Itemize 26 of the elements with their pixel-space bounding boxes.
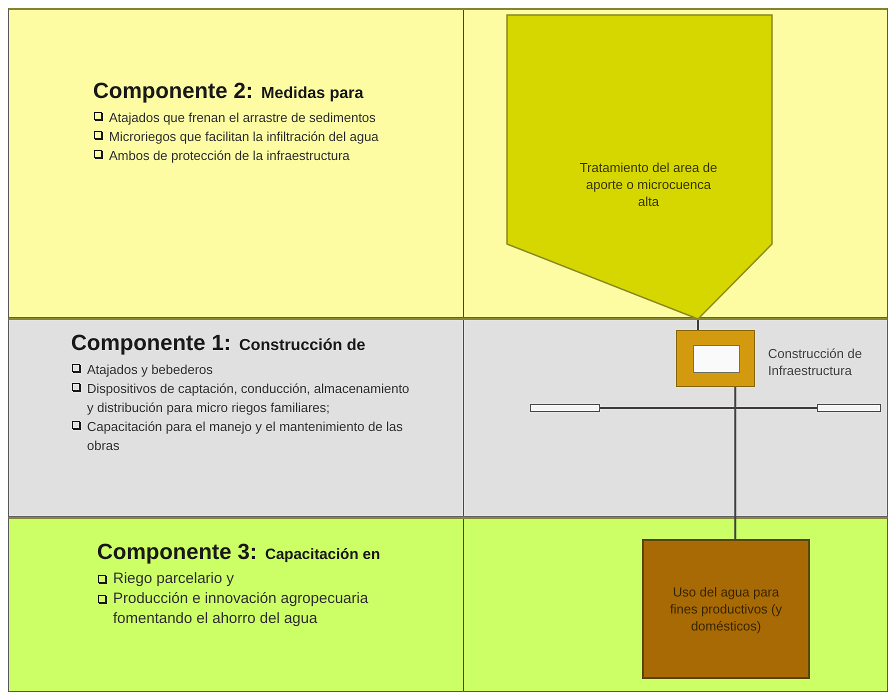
component-heading: Componente 1: bbox=[71, 330, 232, 356]
component-subheading: Medidas para bbox=[261, 85, 364, 103]
bullet-item: Ambos de protección de la infraestructura bbox=[109, 147, 351, 165]
connector-line bbox=[697, 320, 699, 330]
bullet-item: Capacitación para el manejo y el mantenimiento de las obras bbox=[87, 418, 404, 455]
bullet-item: Atajados y bebederos bbox=[87, 361, 214, 379]
component-heading: Componente 3: bbox=[97, 539, 258, 565]
side-label: Construcción de Infraestructura bbox=[768, 345, 863, 379]
component-subheading: Capacitación en bbox=[265, 546, 380, 563]
water-use-box bbox=[642, 539, 810, 679]
component-subheading: Construcción de bbox=[239, 337, 366, 355]
bullet-item: Producción e innovación agropecuaria fomentando el ahorro del agua bbox=[113, 589, 370, 629]
canal-bar bbox=[817, 404, 881, 412]
component-band bbox=[8, 318, 888, 517]
component-band bbox=[8, 8, 888, 318]
component-band bbox=[8, 517, 888, 692]
bullet-item: Atajados que frenan el arrastre de sedimentos bbox=[109, 109, 377, 127]
connector-line bbox=[600, 407, 817, 409]
bullet-item: Dispositivos de captación, conducción, almacenamiento y distribución para micro riegos familiares; bbox=[87, 380, 410, 417]
canal-bar bbox=[530, 404, 600, 412]
bullet-item: Riego parcelario y bbox=[113, 569, 235, 589]
connector-line bbox=[734, 387, 736, 539]
box-label: Tratamiento del area de aporte o microcuenca alta bbox=[578, 159, 718, 210]
bullet-item: Microriegos que facilitan la infiltración del agua bbox=[109, 128, 380, 146]
box-label: Uso del agua para fines productivos (y domésticos) bbox=[669, 584, 783, 634]
component-heading: Componente 2: bbox=[93, 78, 254, 104]
